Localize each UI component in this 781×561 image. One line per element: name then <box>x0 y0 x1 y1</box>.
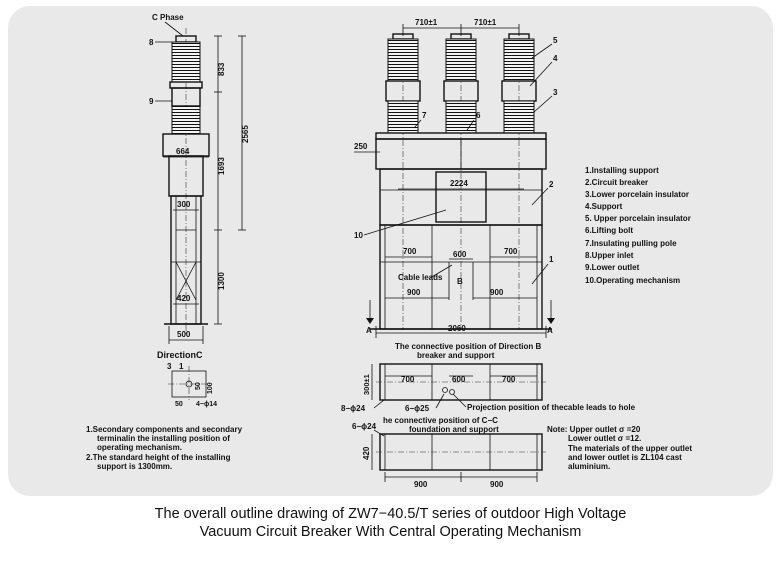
dim-2060: 2060 <box>448 324 466 333</box>
legend-item: 7.Insulating pulling pole <box>585 239 677 248</box>
legend-item: 9.Lower outlet <box>585 263 640 272</box>
legend-item: 3.Lower porcelain insulator <box>585 190 689 199</box>
callout-8: 8 <box>149 38 154 47</box>
cable-leads-label: Cable leads <box>398 273 443 282</box>
legend-item: 2.Circuit breaker <box>585 178 648 187</box>
dir-c-holes: 4−ϕ14 <box>196 401 217 408</box>
callout-9: 9 <box>149 97 154 106</box>
dir-c-dim-50: 50 <box>195 382 202 390</box>
pole-middle <box>443 30 479 330</box>
note-right-1: Note: Upper outlet σ =20 <box>547 425 641 434</box>
callout-10: 10 <box>354 231 363 240</box>
dim-300: 300 <box>177 200 191 209</box>
dim-2224: 2224 <box>450 179 468 188</box>
dim-420: 420 <box>177 294 191 303</box>
legend-item: 4.Support <box>585 202 623 211</box>
plan-c-title-1: he connective position of C−C <box>383 416 498 425</box>
callout-3: 3 <box>553 88 558 97</box>
notes-left: 1.Secondary components and secondary ter… <box>86 425 243 471</box>
side-view: C Phase 8 9 833 2565 <box>149 13 250 344</box>
dim-600: 600 <box>453 250 467 259</box>
callout-5: 5 <box>553 36 558 45</box>
operating-mechanism <box>435 171 487 223</box>
direction-b-label: B <box>457 277 463 286</box>
legend-item: 6.Lifting bolt <box>585 226 633 235</box>
plan-b-title-2: breaker and support <box>417 351 495 360</box>
dim-1300: 1300 <box>217 272 226 290</box>
plan-c-dim-900-left: 900 <box>414 480 428 489</box>
dim-250: 250 <box>354 142 368 151</box>
note-right-5: aluminium. <box>568 462 610 471</box>
projection-note: Projection position of thecable leads to… <box>467 403 636 412</box>
figure-caption: The overall outline drawing of ZW7−40.5/… <box>0 505 781 541</box>
note-right-4: and lower outlet is ZL104 cast <box>568 453 682 462</box>
front-view: 710±1 710±1 <box>354 18 558 338</box>
note-left-5: support is 1300mm. <box>97 462 172 471</box>
caption-line-2: Vacuum Circuit Breaker With Central Oper… <box>199 524 582 540</box>
upper-insulator <box>171 41 201 83</box>
plan-direction-b: The connective position of Direction B b… <box>341 342 636 413</box>
plan-c-dim-420: 420 <box>362 446 371 460</box>
legend-item: 8.Upper inlet <box>585 251 634 260</box>
plan-b-dim-300: 300±1 <box>362 374 371 395</box>
pole-right <box>501 30 537 330</box>
lower-insulator <box>171 105 201 135</box>
plan-b-dim-600: 600 <box>452 375 466 384</box>
callout-6: 6 <box>476 111 481 120</box>
dim-664: 664 <box>176 147 190 156</box>
outline-drawing: C Phase 8 9 833 2565 <box>86 13 692 489</box>
dim-1693: 1693 <box>217 157 226 175</box>
note-left-2: terminalin the installing position of <box>97 434 230 443</box>
phase-label: C Phase <box>152 13 184 22</box>
note-right-3: The materials of the upper outlet <box>568 444 692 453</box>
legend-item: 1.Installing support <box>585 166 659 175</box>
plan-b-holes-24: 8−ϕ24 <box>341 404 366 413</box>
drawing-panel <box>8 6 773 496</box>
plan-c-dim-900-right: 900 <box>490 480 504 489</box>
callout-4: 4 <box>553 54 558 63</box>
note-left-3: operating mechanism. <box>97 443 182 452</box>
callout-7: 7 <box>422 111 427 120</box>
dim-700-left: 700 <box>403 247 417 256</box>
plan-c-title-2: foundation and support <box>409 425 499 434</box>
spacing-left: 710±1 <box>415 18 438 27</box>
note-left-1: 1.Secondary components and secondary <box>86 425 243 434</box>
callout-1: 1 <box>549 255 554 264</box>
note-right-2: Lower outlet σ =12. <box>568 434 641 443</box>
notes-right: Note: Upper outlet σ =20 Lower outlet σ … <box>547 425 692 471</box>
legend-item: 10.Operating mechanism <box>585 276 680 285</box>
plan-b-title-1: The connective position of Direction B <box>395 342 541 351</box>
dir-c-dim-1: 1 <box>179 362 184 371</box>
dim-500: 500 <box>177 330 191 339</box>
section-a-left: A <box>366 326 372 335</box>
plan-b-dim-700-right: 700 <box>502 375 516 384</box>
dir-c-dim-3: 3 <box>167 362 172 371</box>
parts-legend: 1.Installing support 2.Circuit breaker 3… <box>585 166 691 285</box>
legend-item: 5. Upper porcelain insulator <box>585 214 691 223</box>
spacing-right: 710±1 <box>474 18 497 27</box>
plan-b-holes-25: 6−ϕ25 <box>405 404 430 413</box>
dim-833: 833 <box>217 62 226 76</box>
dim-700-right: 700 <box>504 247 518 256</box>
pole-left <box>385 30 421 330</box>
plan-c-holes: 6−ϕ24 <box>352 422 377 431</box>
dim-900-right: 900 <box>490 288 504 297</box>
direction-c-title: DirectionC <box>157 350 203 360</box>
plan-b-dim-700-left: 700 <box>401 375 415 384</box>
caption-line-1: The overall outline drawing of ZW7−40.5/… <box>154 506 627 522</box>
dim-2565: 2565 <box>241 125 250 143</box>
dir-c-dim-100: 100 <box>207 382 214 394</box>
note-left-4: 2.The standard height of the installing <box>86 453 231 462</box>
dim-900-left: 900 <box>407 288 421 297</box>
section-a-right: A <box>547 326 553 335</box>
dir-c-dim-50b: 50 <box>175 401 183 408</box>
direction-c-view: DirectionC 3 1 50 100 50 4−ϕ14 <box>157 350 217 408</box>
plan-section-c: he connective position of C−C foundation… <box>352 416 546 489</box>
callout-2: 2 <box>549 180 554 189</box>
